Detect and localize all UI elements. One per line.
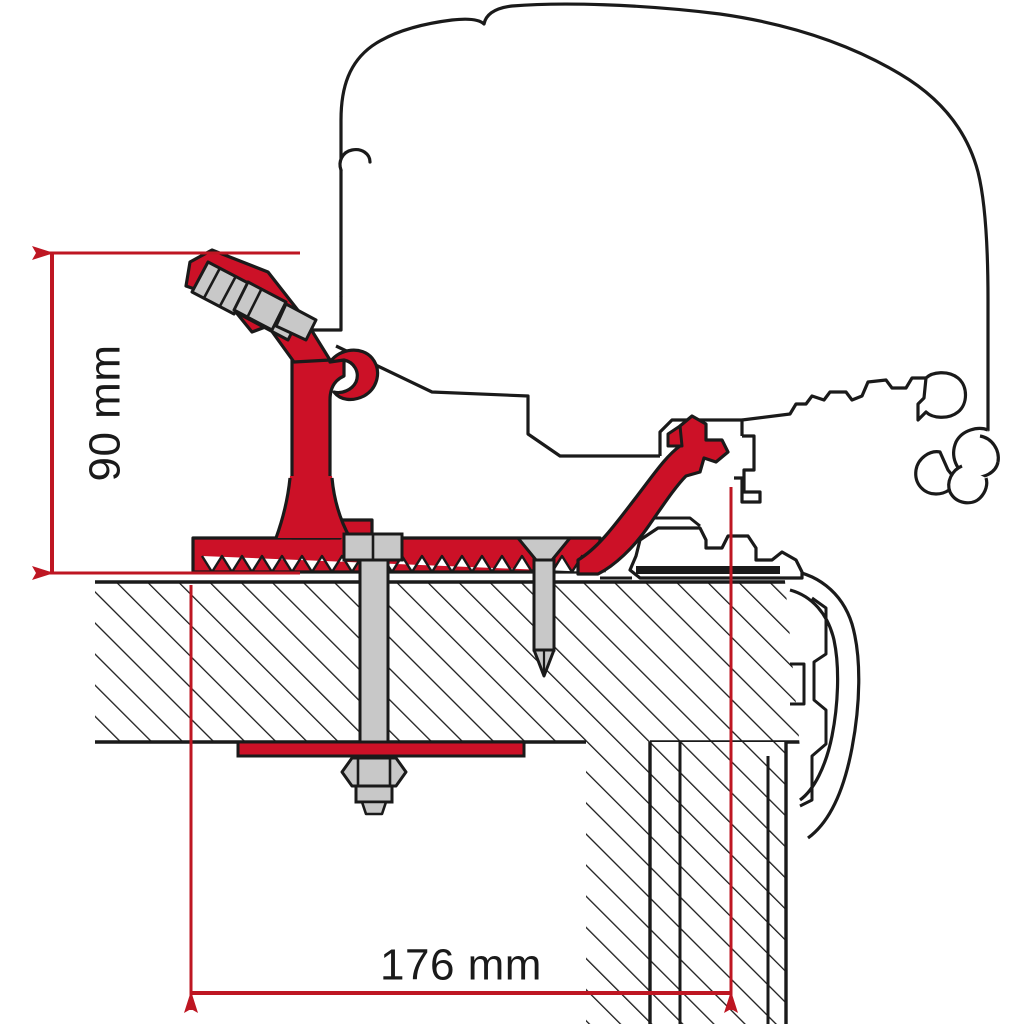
adjustment-bolt-and-nut xyxy=(190,260,318,342)
through-bolt-assembly xyxy=(236,532,526,816)
red-backing-plate xyxy=(236,740,526,758)
base-plate-serration xyxy=(200,554,594,574)
seal-strip xyxy=(636,566,780,574)
countersunk-self-tapping-screw xyxy=(516,536,572,678)
awning-rail-extrusion xyxy=(734,376,926,504)
hatched-vehicle-wall-section xyxy=(648,742,788,1024)
awning-roller-channel-profile xyxy=(914,371,1000,505)
dimension-label-width: 176 mm xyxy=(380,941,542,990)
roof-edge-trim-profile xyxy=(783,568,861,840)
awning-canopy-outline xyxy=(338,2,990,432)
dimension-height-90mm: 90 mm xyxy=(32,246,300,580)
dimension-label-height: 90 mm xyxy=(81,345,130,482)
dimension-width-176mm: 176 mm xyxy=(184,487,738,1013)
